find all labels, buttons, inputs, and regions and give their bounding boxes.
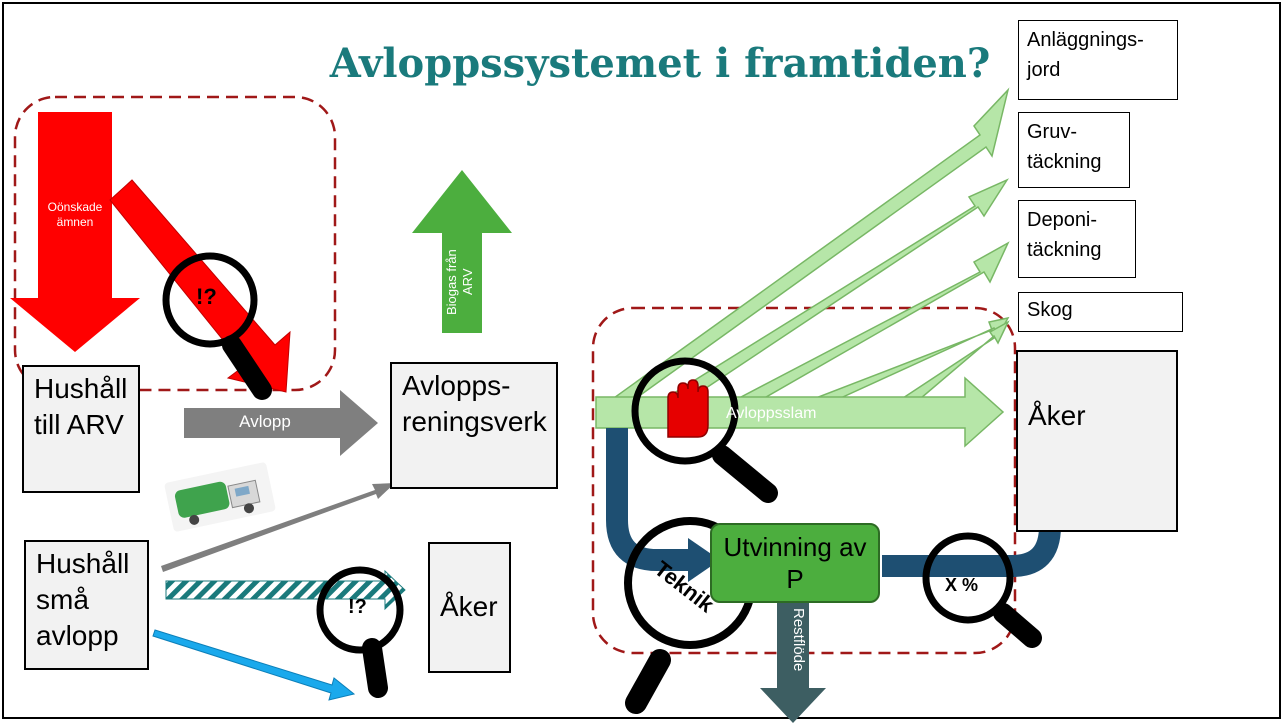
dest-deponitackning: Deponi-täckning bbox=[1018, 200, 1136, 278]
magnifier-icon bbox=[922, 532, 1042, 648]
stop-hand-icon bbox=[667, 379, 709, 438]
label-restflode: Restflöde bbox=[790, 608, 807, 672]
fan-arrow-skog-2 bbox=[898, 320, 1010, 405]
box-hushall-arv: Hushåll till ARV bbox=[22, 365, 140, 493]
marker-question-1: !? bbox=[196, 284, 217, 309]
dashed-region-top-left bbox=[13, 95, 337, 392]
dest-skog: Skog bbox=[1018, 292, 1183, 332]
biogas-arrow bbox=[412, 170, 512, 333]
oonskade-down-arrow bbox=[10, 112, 140, 352]
dest-anlaggningsjord: Anläggnings-jord bbox=[1018, 20, 1178, 100]
teknik-flow-path bbox=[606, 428, 690, 571]
page-title: Avloppssystemet i framtiden? bbox=[329, 40, 991, 87]
hatched-flow-arrow bbox=[165, 569, 406, 611]
magnifier-icon bbox=[631, 357, 778, 503]
truck-icon bbox=[164, 462, 276, 532]
marker-question-2: !? bbox=[348, 596, 367, 618]
fan-arrow-deponitackning bbox=[717, 241, 1010, 413]
box-hushall-sma-avlopp: Hushåll små avlopp bbox=[24, 540, 149, 670]
box-aker-small: Åker bbox=[428, 542, 511, 673]
fan-arrow-gruvtackning bbox=[647, 178, 1009, 413]
restflode-arrow bbox=[760, 603, 826, 723]
blue-flow-arrow bbox=[152, 629, 356, 701]
label-biogas: Biogas från ARV bbox=[444, 249, 475, 315]
box-utvinning-av-p: Utvinning av P bbox=[710, 523, 880, 603]
dest-gruvtackning: Gruv-täckning bbox=[1018, 112, 1130, 188]
box-avloppsreningsverk: Avlopps-reningsverk bbox=[390, 362, 558, 489]
magnifier-icon bbox=[316, 566, 404, 698]
marker-percent: X % bbox=[945, 575, 979, 595]
truck-flow-arrow bbox=[161, 483, 395, 572]
magnifier-icon bbox=[162, 252, 272, 400]
teknik-flow-head bbox=[688, 538, 720, 582]
box-aker-large: Åker bbox=[1016, 350, 1178, 532]
avloppsslam-arrow bbox=[595, 376, 1005, 448]
label-avloppsslam: Avloppsslam bbox=[726, 405, 817, 422]
avlopp-arrow bbox=[184, 390, 378, 456]
label-oonskade: Oönskade ämnen bbox=[47, 200, 103, 229]
label-avlopp: Avlopp bbox=[239, 412, 291, 431]
